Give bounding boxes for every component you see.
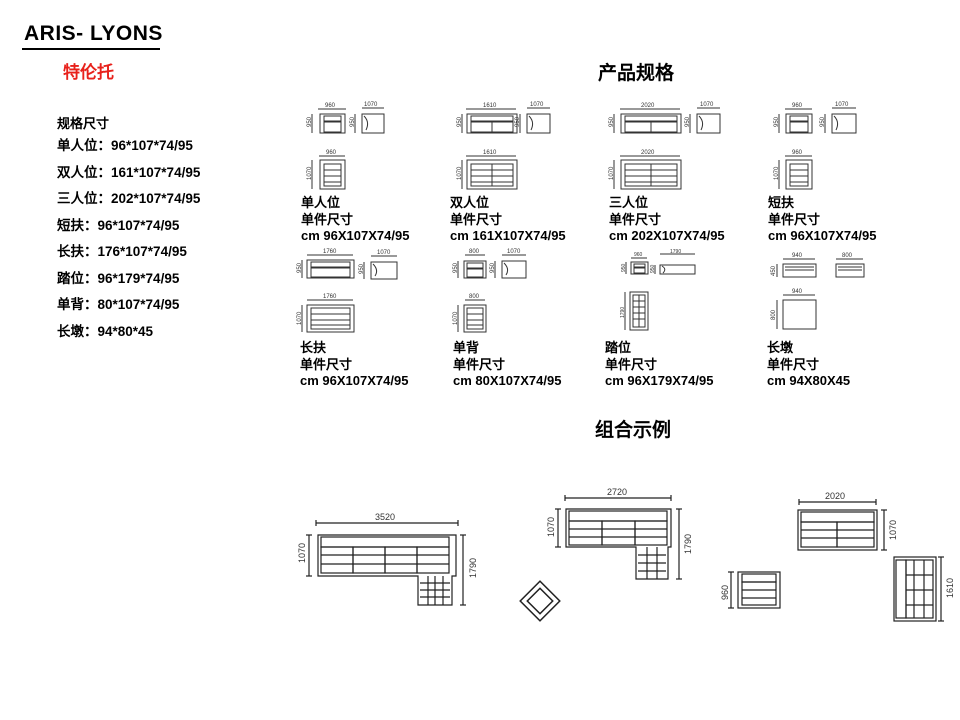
dim-label: 1610: [483, 150, 497, 156]
dim-label: 1070: [774, 166, 780, 180]
spec-list: 单人位：96*107*74/95 双人位：161*107*74/95 三人位：2…: [57, 138, 200, 350]
dim-label: 960: [792, 103, 803, 109]
dim-label: 1070: [297, 543, 307, 563]
spec-item: 双人位：161*107*74/95: [57, 164, 201, 180]
ottoman-drawing: [776, 258, 865, 330]
dim-label: 960: [634, 252, 643, 258]
dim-label: 1070: [835, 102, 849, 108]
products-section-title: 产品规格: [598, 63, 675, 84]
dim-label: 950: [457, 116, 463, 127]
short-arm-drawing: [778, 107, 857, 190]
chaise-drawing: [624, 253, 696, 331]
dim-label: 960: [326, 150, 337, 156]
spec-item: 长扶：176*107*74/95: [57, 244, 187, 259]
combo-1-l-shape: [306, 520, 466, 606]
dim-label: 960: [325, 103, 336, 109]
dim-label: 2020: [825, 491, 845, 501]
dim-label: 1070: [307, 166, 313, 180]
dim-label: 1070: [530, 102, 544, 108]
dim-label: 1790: [468, 558, 478, 578]
dim-label: 2020: [641, 103, 655, 109]
brand-title: ARIS- LYONS: [24, 22, 163, 45]
dim-label: 1070: [546, 517, 556, 537]
spec-item: 单人位：96*107*74/95: [57, 138, 193, 153]
dim-label: 1070: [609, 166, 615, 180]
dim-label: 950: [820, 116, 826, 127]
dim-label: 960: [720, 585, 730, 600]
spec-item: 踏位：96*179*74/95: [57, 270, 180, 286]
dim-label: 940: [792, 253, 803, 259]
dim-label: 1070: [364, 102, 378, 108]
spec-item: 三人位：202*107*74/95: [57, 191, 201, 206]
brand-chinese-name: 特伦托: [63, 63, 114, 82]
dim-label: 1760: [323, 294, 337, 300]
dim-label: 940: [792, 289, 803, 295]
dim-label: 1070: [700, 102, 714, 108]
two-seat-drawing: [461, 107, 551, 190]
single-seat-drawing: [311, 107, 385, 190]
dim-label: 1070: [453, 311, 459, 325]
dim-label: 950: [490, 262, 496, 273]
dim-label: 1070: [457, 166, 463, 180]
dim-label: 950: [609, 116, 615, 127]
dim-label: 950: [453, 262, 459, 273]
dim-label: 1790: [670, 249, 681, 255]
product-row-1-drawings: 960 1070 950 950 960 1070 1610 1070 950 …: [307, 102, 857, 190]
dim-label: 800: [469, 249, 480, 255]
dim-label: 1070: [888, 520, 898, 540]
dim-label: 1070: [507, 249, 521, 255]
dim-label: 950: [621, 263, 627, 272]
dim-label: 1610: [483, 103, 497, 109]
dim-label: 950: [774, 116, 780, 127]
product-row-2-drawings: 1760 1070 950 950 1760 1070 800 1070 950…: [297, 249, 865, 333]
dim-label: 950: [515, 116, 521, 127]
dim-label: 950: [650, 264, 656, 273]
dim-label: 950: [685, 116, 691, 127]
dim-label: 2020: [641, 150, 655, 156]
dim-label: 950: [297, 262, 303, 273]
dim-label: 800: [771, 309, 777, 320]
dim-label: 3520: [375, 512, 395, 522]
dim-label: 1790: [683, 534, 693, 554]
dim-label: 2720: [607, 487, 627, 497]
combos-section-title: 组合示例: [595, 420, 672, 441]
combo-3-set: [728, 499, 944, 622]
combo-2-l-shape: [555, 495, 682, 580]
dim-label: 800: [842, 253, 853, 259]
combo-ottoman-diamond: [519, 580, 561, 622]
long-arm-drawing: [301, 254, 398, 333]
dim-label: 1070: [377, 250, 391, 256]
spec-list-title: 规格尺寸: [57, 116, 110, 131]
dim-label: 950: [307, 116, 313, 127]
dim-label: 1610: [945, 578, 955, 598]
combination-drawings: 3520 1070 1790 2720 1070 1790 2020 1070 …: [297, 487, 955, 622]
dim-label: 450: [771, 265, 777, 276]
dim-label: 800: [469, 294, 480, 300]
single-back-drawing: [457, 254, 527, 333]
three-seat-drawing: [613, 107, 721, 190]
dim-label: 960: [792, 150, 803, 156]
dim-label: 950: [359, 263, 365, 274]
dim-label: 1760: [323, 249, 337, 255]
dim-label: 1070: [297, 311, 303, 325]
spec-item: 单背：80*107*74/95: [57, 297, 180, 312]
dim-label: 1790: [620, 307, 626, 318]
dim-label: 950: [350, 116, 356, 127]
spec-item: 短扶：96*107*74/95: [57, 217, 180, 233]
brand-underline: [22, 48, 160, 50]
spec-item: 长墩：94*80*45: [57, 323, 154, 339]
